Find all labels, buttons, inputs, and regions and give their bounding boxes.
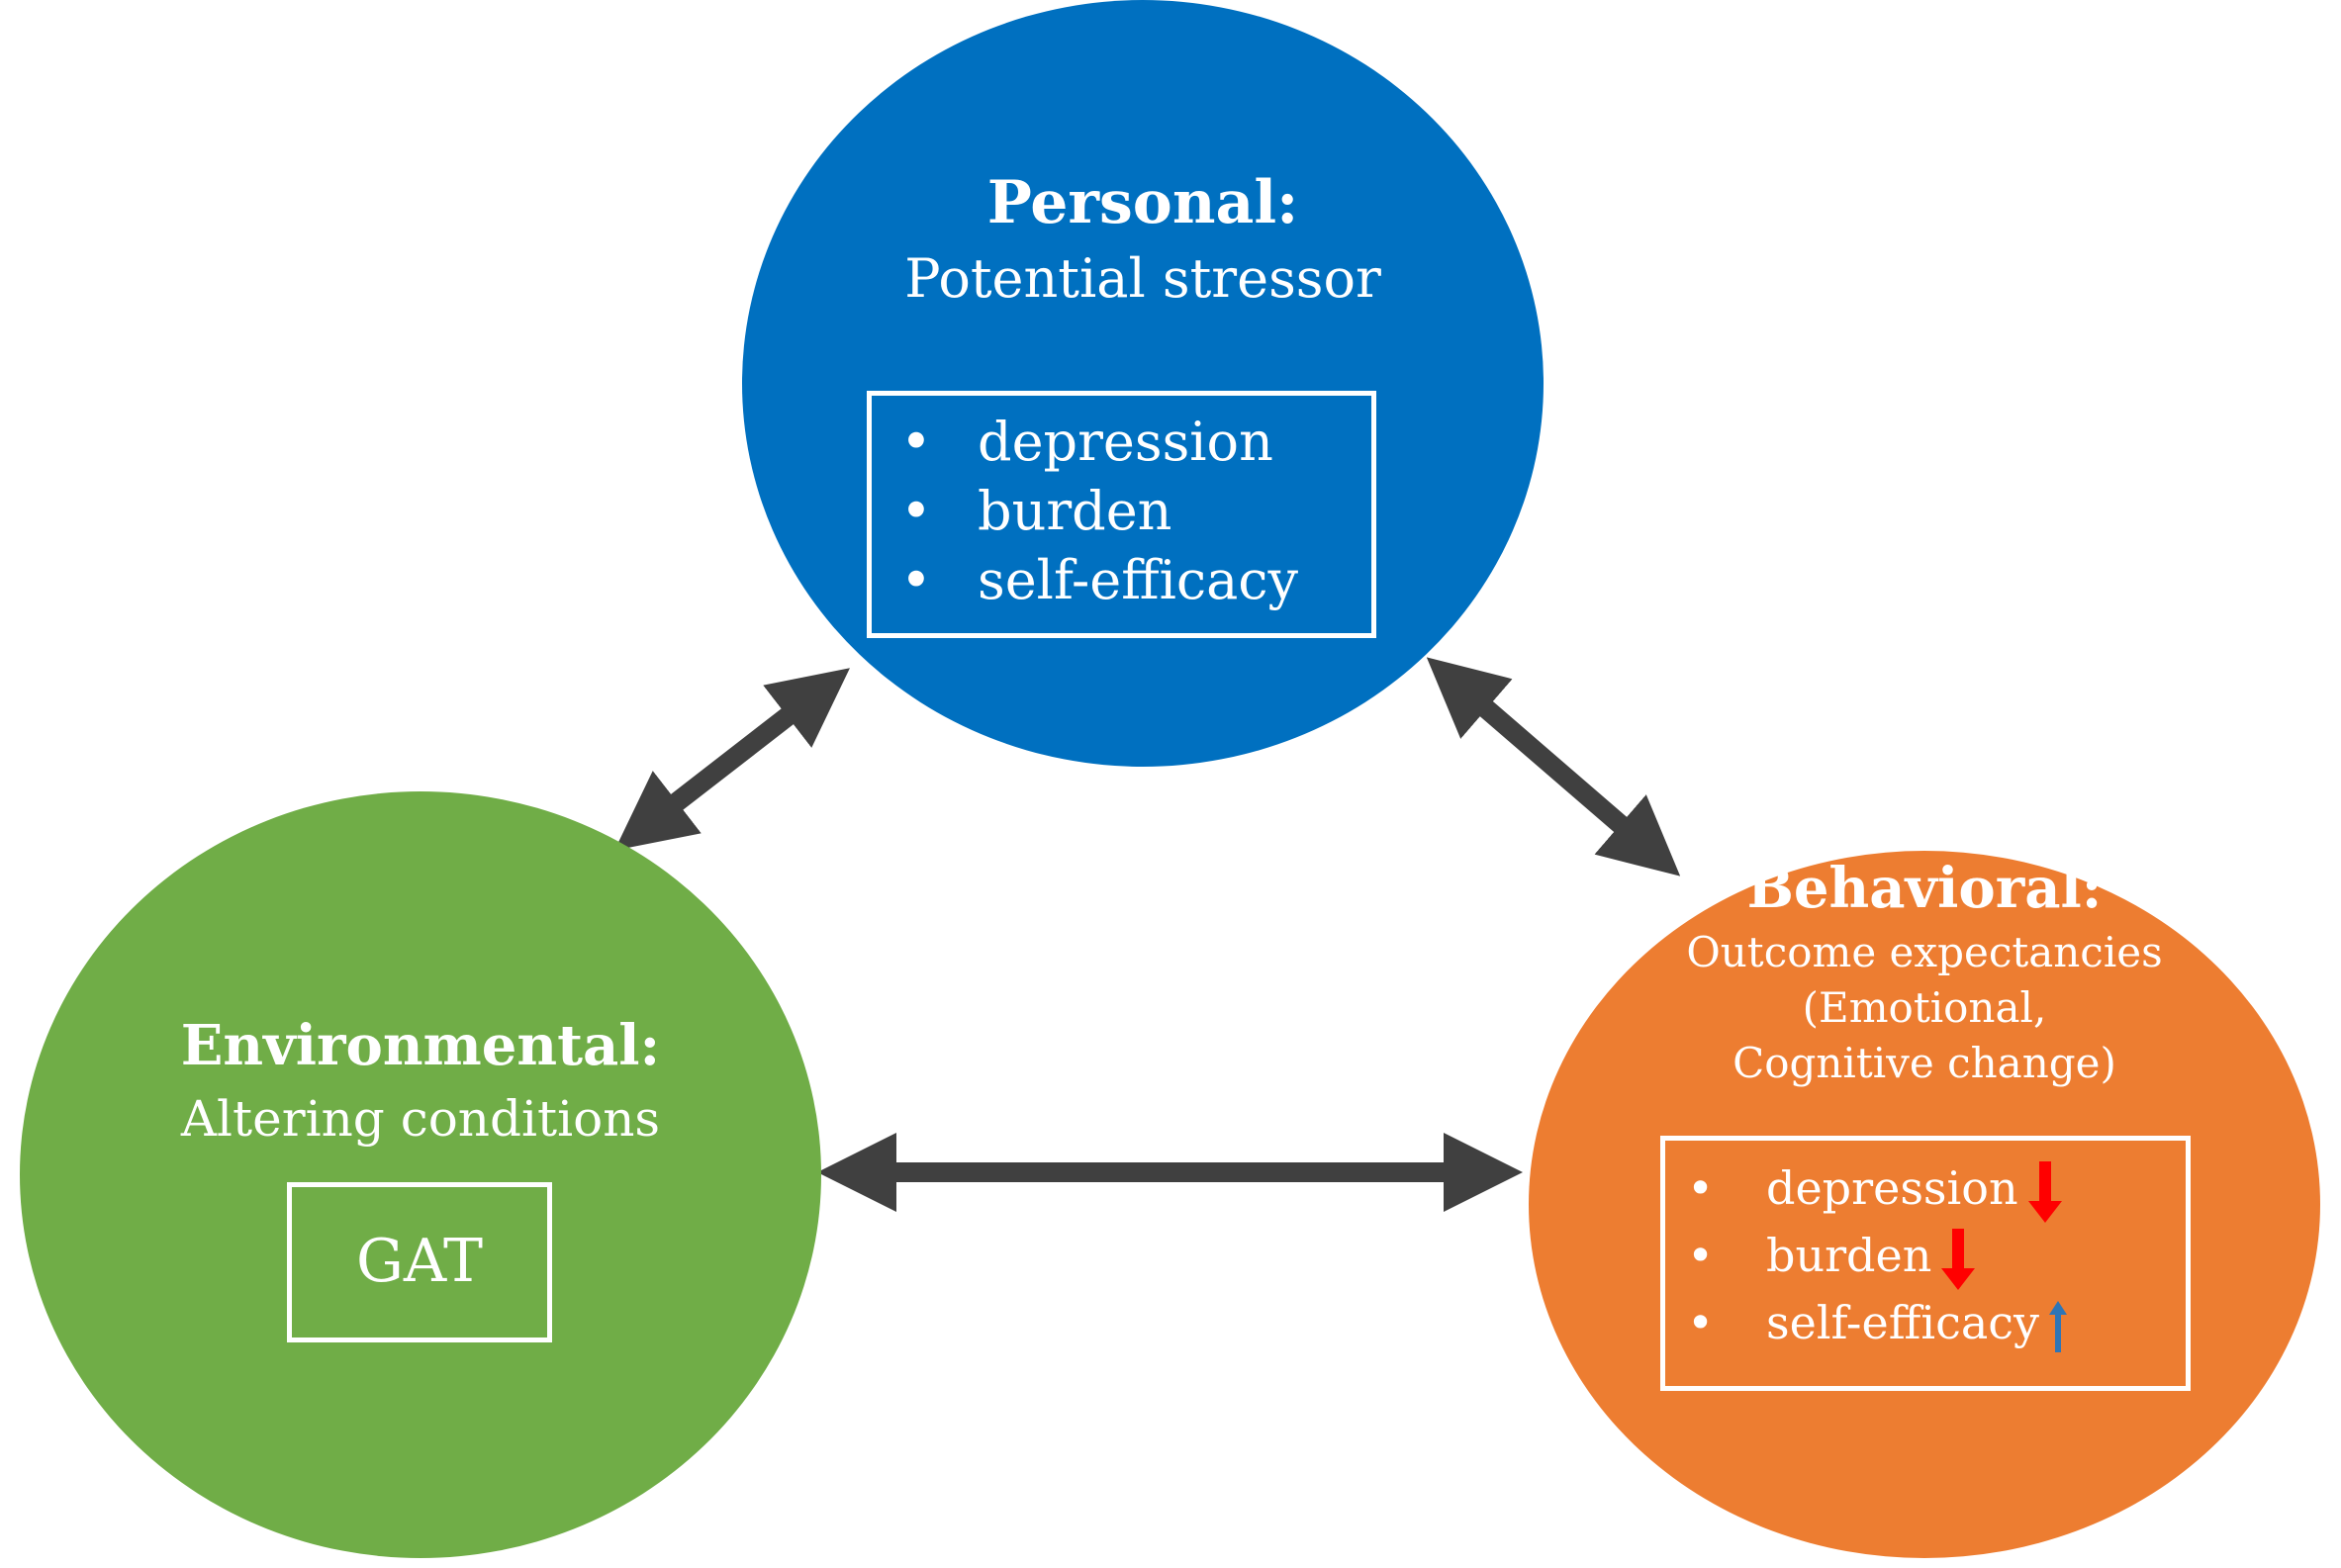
environmental-title: Environmental: (180, 1013, 661, 1078)
behavioral-item-label: depression (1766, 1161, 2018, 1215)
behavioral-items-list: •depression •burden •self-efficacy (1687, 1155, 2068, 1355)
behavioral-item: •depression (1687, 1155, 2067, 1223)
personal-item: •burden (900, 480, 1172, 542)
environmental-box-label: GAT (356, 1227, 483, 1296)
personal-item: •self-efficacy (900, 549, 1299, 611)
behavioral-item-label: self-efficacy (1766, 1296, 2040, 1349)
red-down-arrow-icon (2027, 1161, 2062, 1223)
behavioral-item: •self-efficacy (1687, 1290, 2068, 1355)
personal-item: •depression (900, 411, 1273, 473)
personal-item-label: depression (978, 411, 1273, 473)
personal-item-label: self-efficacy (978, 549, 1299, 611)
personal-circle (742, 0, 1544, 767)
personal-items-list: •depression •burden •self-efficacy (900, 408, 1298, 615)
behavioral-items-box (1660, 1136, 2191, 1391)
environmental-subtitle: Altering conditions (180, 1090, 661, 1148)
personal-title: Personal: (986, 168, 1299, 237)
environmental-circle (20, 791, 821, 1558)
behavioral-title: Behavioral: (1746, 856, 2103, 921)
personal-items-box (867, 391, 1376, 638)
behavioral-subtitle-line: Cognitive change) (1732, 1039, 2116, 1087)
arrow-personal-behavioral (1426, 657, 1681, 876)
blue-up-arrow-icon (2049, 1301, 2068, 1352)
behavioral-item: •burden (1687, 1223, 2067, 1290)
environmental-box (287, 1182, 552, 1342)
personal-item-label: burden (978, 480, 1172, 542)
behavioral-subtitle-line: (Emotional, (1802, 983, 2047, 1032)
red-down-arrow-icon (1941, 1229, 1976, 1290)
behavioral-subtitle-line: Outcome expectancies (1686, 928, 2163, 976)
personal-subtitle: Potential stressor (904, 247, 1381, 310)
arrow-personal-environmental (614, 668, 850, 851)
behavioral-item-label: burden (1766, 1229, 1932, 1282)
